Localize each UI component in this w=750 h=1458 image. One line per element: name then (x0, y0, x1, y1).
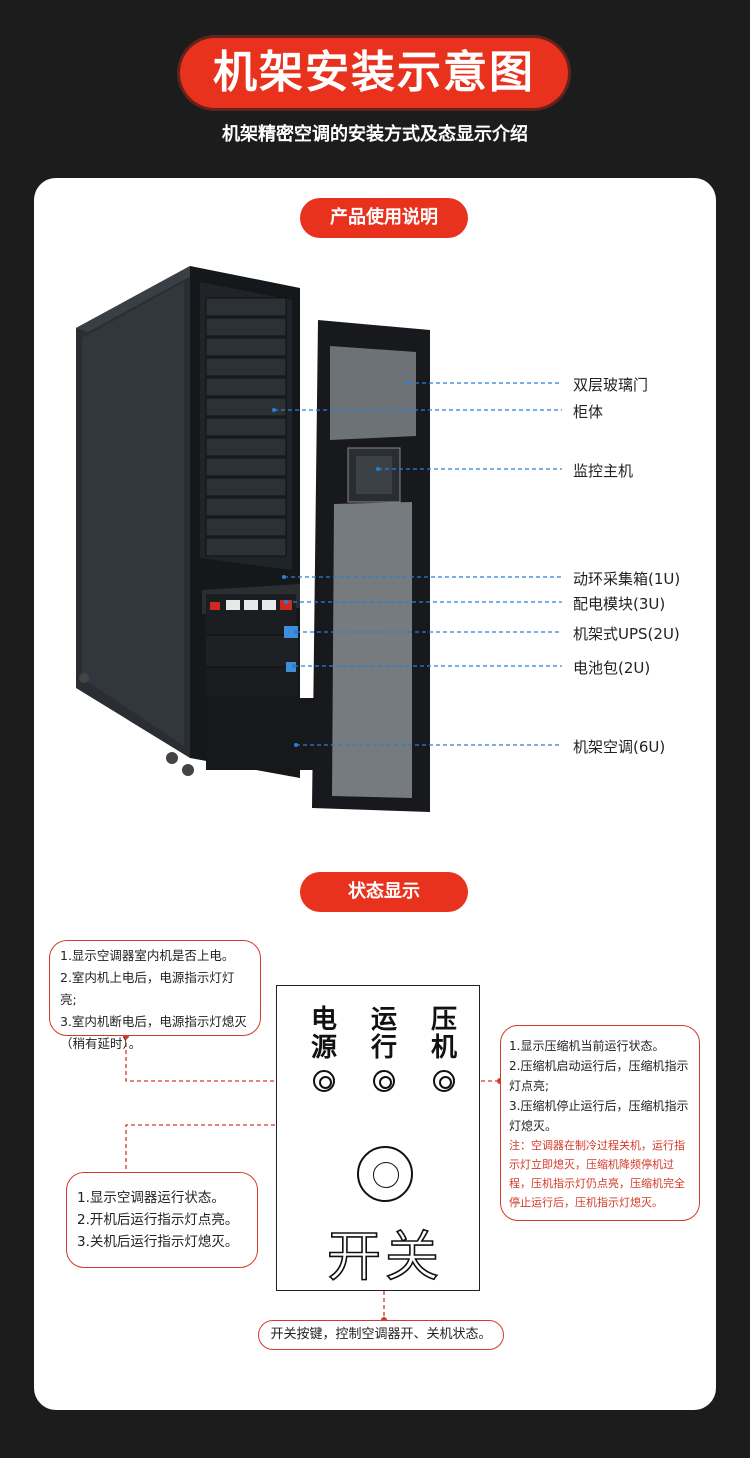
compressor-indicator-light (433, 1070, 455, 1092)
switch-button-note: 开关按键，控制空调器开、关机状态。 (258, 1320, 504, 1350)
label-monitor-host: 监控主机 (573, 462, 634, 480)
label-battery-pack: 电池包(2U) (573, 659, 651, 677)
power-switch-button[interactable] (357, 1146, 413, 1202)
cabinet-illustration (76, 266, 430, 812)
compressor-warning-line: 程，压机指示灯仍点亮，压缩机完全 (509, 1177, 685, 1190)
power-note-line: 1.显示空调器室内机是否上电。 (60, 948, 235, 963)
leader-lines (272, 381, 562, 747)
indicator-label-power: 电 源 (310, 1005, 337, 1063)
run-note-line: 2.开机后运行指示灯点亮。 (77, 1212, 239, 1228)
compressor-note-line: 1.显示压缩机当前运行状态。 (509, 1039, 665, 1053)
run-note-line: 1.显示空调器运行状态。 (77, 1190, 225, 1206)
power-indicator-note: 1.显示空调器室内机是否上电。 2.室内机上电后，电源指示灯灯亮; 3.室内机断… (49, 940, 261, 1051)
compressor-note-line: 灯熄灭。 (509, 1119, 558, 1133)
run-note-line: 3.关机后运行指示灯熄灭。 (77, 1234, 239, 1250)
compressor-warning-line: 示灯立即熄灭，压缩机降频停机过 (509, 1158, 674, 1171)
compressor-warning-line: 停止运行后，压机指示灯熄灭。 (509, 1196, 663, 1209)
page-subtitle: 机架精密空调的安装方式及态显示介绍 (222, 124, 528, 145)
power-note-line: 2.室内机上电后，电源指示灯灯亮; (60, 970, 235, 1007)
label-power-module: 配电模块(3U) (573, 595, 666, 613)
compressor-note-line: 3.压缩机停止运行后，压缩机指示 (509, 1099, 689, 1113)
compressor-indicator-note: 1.显示压缩机当前运行状态。 2.压缩机启动运行后，压缩机指示 灯点亮; 3.压… (500, 1025, 700, 1221)
compressor-warning-line: 注：空调器在制冷过程关机，运行指 (509, 1139, 685, 1152)
section-title-status: 状态显示 (300, 872, 468, 912)
indicator-label-run: 运 行 (370, 1005, 397, 1063)
compressor-note-line: 2.压缩机启动运行后，压缩机指示 (509, 1059, 689, 1073)
indicator-label-compressor: 压 机 (430, 1005, 457, 1063)
run-indicator-note: 1.显示空调器运行状态。 2.开机后运行指示灯点亮。 3.关机后运行指示灯熄灭。 (66, 1172, 258, 1268)
compressor-note-line: 灯点亮; (509, 1079, 550, 1093)
power-note-line: （稍有延时）。 (60, 1036, 142, 1051)
label-rack-ac: 机架空调(6U) (573, 738, 666, 756)
page-title: 机架安装示意图 (180, 38, 568, 108)
label-rack-ups: 机架式UPS(2U) (573, 625, 680, 643)
label-cabinet-body: 柜体 (573, 403, 604, 421)
label-glass-door: 双层玻璃门 (573, 376, 649, 394)
label-env-collector: 动环采集箱(1U) (573, 570, 681, 588)
section-title-product: 产品使用说明 (300, 198, 468, 238)
power-note-line: 3.室内机断电后，电源指示灯熄灭 (60, 1014, 247, 1029)
run-indicator-light (373, 1070, 395, 1092)
power-indicator-light (313, 1070, 335, 1092)
switch-label: 开关 (326, 1224, 443, 1289)
control-panel: 电 源 运 行 压 机 开关 (276, 985, 480, 1291)
